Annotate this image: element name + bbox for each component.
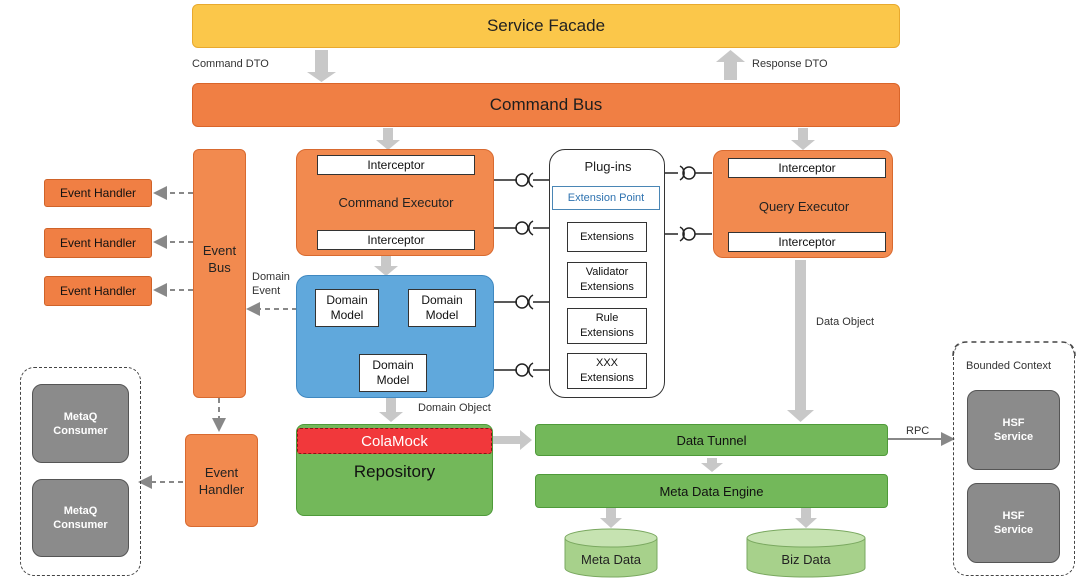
biz-data-label: Biz Data [781, 551, 831, 567]
arrow-executor-domain [374, 256, 398, 276]
event-handler-bottom: Event Handler [185, 434, 258, 527]
arrow-bus-query-executor [791, 128, 815, 150]
plugin-sockets [494, 165, 712, 378]
event-handler-3: Event Handler [44, 276, 152, 306]
event-handler-1: Event Handler [44, 179, 152, 207]
metaq-consumer-2: MetaQ Consumer [32, 479, 129, 557]
metaq-consumer-1: MetaQ Consumer [32, 384, 129, 463]
arrow-bus-command-executor [376, 128, 400, 150]
command-executor-title: Command Executor [338, 194, 454, 210]
domain-model-3: Domain Model [359, 354, 427, 392]
plugins-title: Plug-ins [584, 158, 632, 174]
query-executor: Interceptor Query Executor Interceptor [713, 150, 893, 258]
plugins-panel: Plug-ins Extension Point Extensions Vali… [549, 149, 665, 398]
response-dto-label: Response DTO [752, 58, 828, 70]
command-interceptor-bottom: Interceptor [317, 230, 475, 250]
command-executor: Interceptor Command Executor Interceptor [296, 149, 494, 256]
domain-area: Domain Model Domain Model Domain Model [296, 275, 494, 398]
meta-data-label: Meta Data [581, 551, 641, 567]
data-tunnel: Data Tunnel [535, 424, 888, 456]
arrow-command-dto [307, 50, 336, 82]
hsf-service-2: HSF Service [967, 483, 1060, 563]
domain-model-1: Domain Model [315, 289, 379, 327]
query-interceptor-top: Interceptor [728, 158, 886, 178]
query-interceptor-bottom: Interceptor [728, 232, 886, 252]
domain-event-label: Domain Event [252, 271, 290, 297]
plugin-xxx-extensions: XXX Extensions [567, 353, 647, 389]
arrow-engine-bizdata [795, 508, 817, 528]
command-dto-label: Command DTO [192, 58, 269, 70]
extension-point: Extension Point [552, 186, 660, 210]
arrow-tunnel-engine [701, 458, 723, 472]
query-executor-title: Query Executor [758, 198, 850, 214]
plugin-validator-extensions: Validator Extensions [567, 262, 647, 298]
bounded-context-group: HSF Service HSF Service [953, 342, 1075, 576]
repository-title: Repository [353, 462, 436, 481]
metaq-consumer-group: MetaQ Consumer MetaQ Consumer [20, 367, 141, 576]
arrow-data-object [787, 260, 814, 422]
domain-object-label: Domain Object [418, 402, 491, 414]
hsf-service-1: HSF Service [967, 390, 1060, 470]
domain-model-2: Domain Model [408, 289, 476, 327]
event-bus: Event Bus [193, 149, 246, 398]
service-facade: Service Facade [192, 4, 900, 48]
rpc-label: RPC [906, 425, 930, 437]
biz-data-cylinder [746, 528, 866, 578]
repository-box: ColaMock Repository [296, 424, 493, 516]
block-arrows [307, 50, 817, 528]
meta-data-engine: Meta Data Engine [535, 474, 888, 508]
data-object-label: Data Object [816, 316, 875, 328]
meta-data-cylinder [564, 528, 658, 578]
arrow-repo-tunnel [492, 430, 532, 450]
event-dashed-arrows [138, 186, 297, 489]
arrow-response-dto [716, 50, 745, 80]
command-interceptor-top: Interceptor [317, 155, 475, 175]
plugin-rule-extensions: Rule Extensions [567, 308, 647, 344]
event-handler-2: Event Handler [44, 228, 152, 258]
plugin-extensions: Extensions [567, 222, 647, 252]
command-bus: Command Bus [192, 83, 900, 127]
bounded-context-label: Bounded Context [966, 360, 1052, 372]
colamock-badge: ColaMock [297, 428, 492, 454]
arrow-engine-metadata [600, 508, 622, 528]
arrow-domain-repository [379, 398, 403, 422]
